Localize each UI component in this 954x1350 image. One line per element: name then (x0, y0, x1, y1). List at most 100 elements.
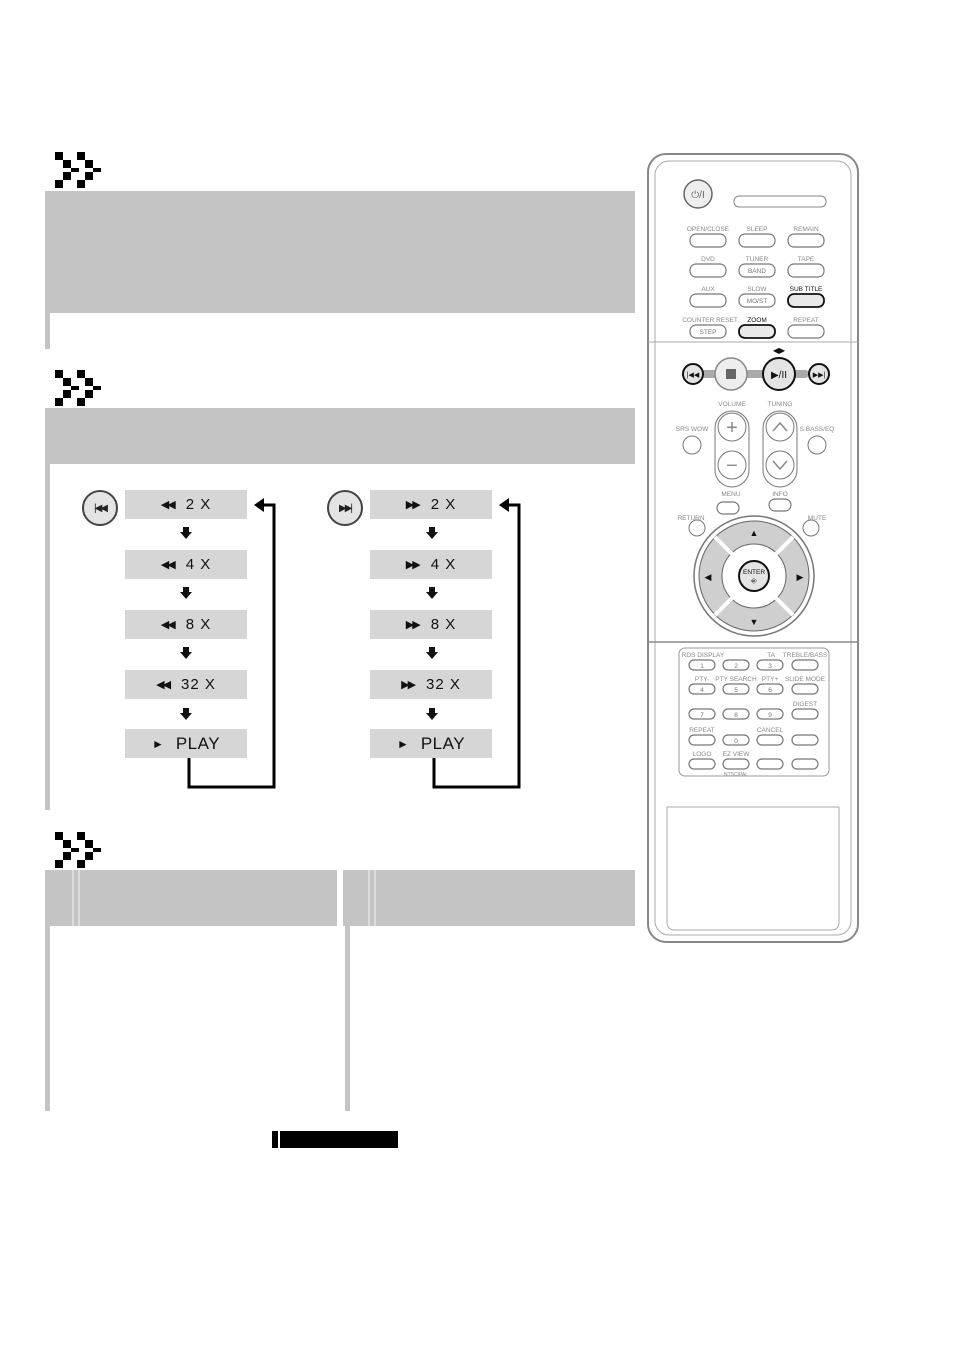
svg-text:SRS WOW: SRS WOW (676, 426, 709, 433)
svg-text:TREBLE/BASS: TREBLE/BASS (783, 652, 828, 659)
svg-text:EZ VIEW: EZ VIEW (723, 751, 751, 758)
svg-text:COUNTER RESET: COUNTER RESET (682, 317, 738, 324)
fast-forward-icon: ▶▶ (401, 679, 416, 691)
svg-text:▶/II: ▶/II (771, 370, 787, 381)
section2-side-bar (45, 464, 50, 810)
fast-forward-icon: ▶▶ (405, 619, 421, 631)
play-pause-button-icon (762, 357, 796, 391)
play-icon: ► (396, 736, 409, 751)
section1-side-bar (45, 313, 50, 349)
svg-text:REPEAT: REPEAT (689, 727, 715, 734)
svg-text:MENU: MENU (721, 491, 740, 498)
reverse-step-4x: ◀◀4 X (125, 550, 247, 579)
svg-text:8: 8 (734, 712, 738, 719)
svg-text:⎆: ⎆ (751, 578, 757, 585)
svg-text:SUB TITLE: SUB TITLE (790, 286, 823, 293)
section3-right-header-band (343, 870, 635, 926)
svg-text:S.BASS/EQ: S.BASS/EQ (800, 426, 835, 433)
svg-text:⏻/I: ⏻/I (691, 190, 704, 201)
svg-text:−: − (726, 455, 738, 477)
reverse-step-2x: ◀◀2 X (125, 490, 247, 519)
svg-text:AUX: AUX (701, 286, 715, 293)
svg-text:OPEN/CLOSE: OPEN/CLOSE (687, 226, 730, 233)
down-arrow-icon (426, 587, 438, 599)
svg-text:▲: ▲ (750, 528, 759, 538)
rewind-icon: ◀◀ (160, 499, 176, 511)
down-arrow-icon (180, 587, 192, 599)
svg-text:PTY-: PTY- (695, 676, 709, 683)
forward-step-play: ►PLAY (370, 729, 492, 758)
svg-text:|◀◀: |◀◀ (687, 372, 700, 379)
rewind-icon: ◀◀ (160, 559, 176, 571)
rewind-icon: ◀◀ (156, 679, 171, 691)
section-arrow-icon (55, 152, 101, 188)
reverse-step-play: ►PLAY (125, 729, 247, 758)
svg-text:PTY SEARCH: PTY SEARCH (715, 676, 757, 683)
down-arrow-icon (180, 527, 192, 539)
forward-step-8x: ▶▶8 X (370, 610, 492, 639)
section1-header-band (45, 191, 635, 313)
svg-text:LOGO: LOGO (693, 751, 712, 758)
forward-step-2x: ▶▶2 X (370, 490, 492, 519)
svg-text:SLEEP: SLEEP (747, 226, 768, 233)
svg-text:CANCEL: CANCEL (757, 727, 784, 734)
svg-text:DVD: DVD (701, 256, 715, 263)
svg-text:TAPE: TAPE (798, 256, 815, 263)
svg-text:DIGEST: DIGEST (793, 701, 817, 708)
play-icon: ► (151, 736, 164, 751)
band-divider (368, 870, 370, 926)
svg-text:1: 1 (700, 663, 704, 670)
svg-text:PTY+: PTY+ (762, 676, 779, 683)
svg-text:▶▶|: ▶▶| (813, 372, 826, 379)
svg-text:STEP: STEP (700, 329, 717, 336)
svg-text:REMAIN: REMAIN (793, 226, 819, 233)
fast-forward-icon: ▶▶ (405, 499, 421, 511)
page-label-bar-line (278, 1131, 280, 1148)
band-divider (78, 870, 80, 926)
svg-text:4: 4 (700, 687, 704, 694)
svg-text:SLIDE MODE: SLIDE MODE (785, 676, 826, 683)
loop-arrow-icon (187, 498, 276, 789)
svg-text:▶: ▶ (797, 572, 804, 582)
section3-left-header-band (45, 870, 337, 926)
skip-forward-button-icon: ▶▶| (327, 490, 363, 526)
page-label-bar (272, 1131, 398, 1148)
svg-text:◀: ◀ (705, 572, 712, 582)
section3-left-side-bar (45, 926, 50, 1111)
down-arrow-icon (180, 708, 192, 720)
reverse-step-32x: ◀◀32 X (125, 670, 247, 699)
down-arrow-icon (426, 527, 438, 539)
down-arrow-icon (426, 647, 438, 659)
svg-text:6: 6 (768, 687, 772, 694)
svg-text:ENTER: ENTER (743, 569, 765, 576)
section-arrow-icon (55, 832, 101, 868)
down-arrow-icon (426, 708, 438, 720)
svg-text:RETURN: RETURN (677, 515, 704, 522)
svg-text:◀▶: ◀▶ (773, 346, 786, 355)
svg-text:TUNER: TUNER (746, 256, 769, 263)
section2-header-band (45, 408, 635, 464)
svg-text:7: 7 (700, 712, 704, 719)
remote-control-illustration: .lbl { font-size:6.5px; fill:#888; text-… (647, 153, 859, 943)
section3-right-side-bar (345, 926, 350, 1111)
skip-back-button-icon: |◀◀ (82, 490, 118, 526)
svg-text:TUNING: TUNING (768, 401, 793, 408)
rewind-icon: ◀◀ (160, 619, 176, 631)
loop-arrow-icon (432, 498, 521, 789)
svg-text:VOLUME: VOLUME (718, 401, 746, 408)
svg-text:3: 3 (768, 663, 772, 670)
svg-text:SLOW: SLOW (747, 286, 767, 293)
down-arrow-icon (180, 647, 192, 659)
svg-text:+: + (726, 417, 738, 439)
svg-text:MO/ST: MO/ST (747, 298, 768, 305)
svg-text:TA: TA (767, 652, 775, 659)
forward-step-4x: ▶▶4 X (370, 550, 492, 579)
svg-text:REPEAT: REPEAT (793, 317, 819, 324)
svg-text:0: 0 (734, 738, 738, 745)
svg-text:MUTE: MUTE (808, 515, 827, 522)
band-divider (72, 870, 74, 926)
forward-step-32x: ▶▶32 X (370, 670, 492, 699)
svg-text:RDS DISPLAY: RDS DISPLAY (682, 652, 725, 659)
power-button-icon (683, 179, 713, 209)
svg-text:2: 2 (734, 663, 738, 670)
